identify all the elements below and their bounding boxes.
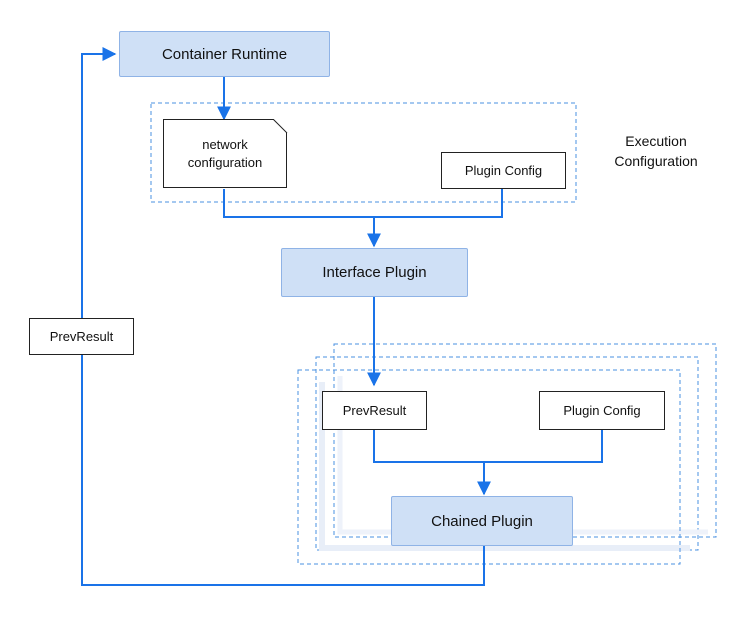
network-configuration-doc[interactable]: network configuration bbox=[163, 119, 287, 188]
network-configuration-fold bbox=[273, 119, 288, 134]
execution-configuration-label: Execution Configuration bbox=[596, 131, 716, 171]
edge-inner-configs-to-chained bbox=[373, 430, 603, 494]
prevresult-left-label: PrevResult bbox=[49, 328, 114, 344]
prevresult-inner-label: PrevResult bbox=[342, 402, 407, 418]
plugin-config-doc-bottom[interactable]: Plugin Config bbox=[539, 391, 665, 430]
interface-plugin-label: Interface Plugin bbox=[322, 264, 427, 281]
chained-plugin-node[interactable]: Chained Plugin bbox=[391, 496, 573, 546]
prevresult-doc-left[interactable]: PrevResult bbox=[29, 318, 134, 355]
network-configuration-label: network configuration bbox=[188, 136, 262, 172]
chained-group-shadow bbox=[319, 382, 690, 551]
interface-plugin-node[interactable]: Interface Plugin bbox=[281, 248, 468, 297]
plugin-config-top-label: Plugin Config bbox=[464, 162, 543, 178]
network-configuration-line1: network bbox=[202, 136, 248, 152]
chained-group-front bbox=[297, 369, 681, 565]
chained-plugin-label: Chained Plugin bbox=[431, 512, 533, 530]
prevresult-doc-inner[interactable]: PrevResult bbox=[322, 391, 427, 430]
execution-configuration-group bbox=[150, 102, 577, 203]
container-runtime-node[interactable]: Container Runtime bbox=[119, 31, 330, 77]
network-configuration-line2: configuration bbox=[187, 154, 263, 170]
edge-configs-to-interface-plugin bbox=[223, 189, 503, 246]
execution-configuration-line1: Execution bbox=[625, 133, 687, 149]
plugin-config-doc-top[interactable]: Plugin Config bbox=[441, 152, 566, 189]
edge-chained-to-runtime-loop bbox=[81, 47, 485, 586]
execution-configuration-line2: Configuration bbox=[614, 153, 698, 169]
container-runtime-label: Container Runtime bbox=[161, 45, 288, 63]
plugin-config-bottom-label: Plugin Config bbox=[563, 402, 641, 418]
